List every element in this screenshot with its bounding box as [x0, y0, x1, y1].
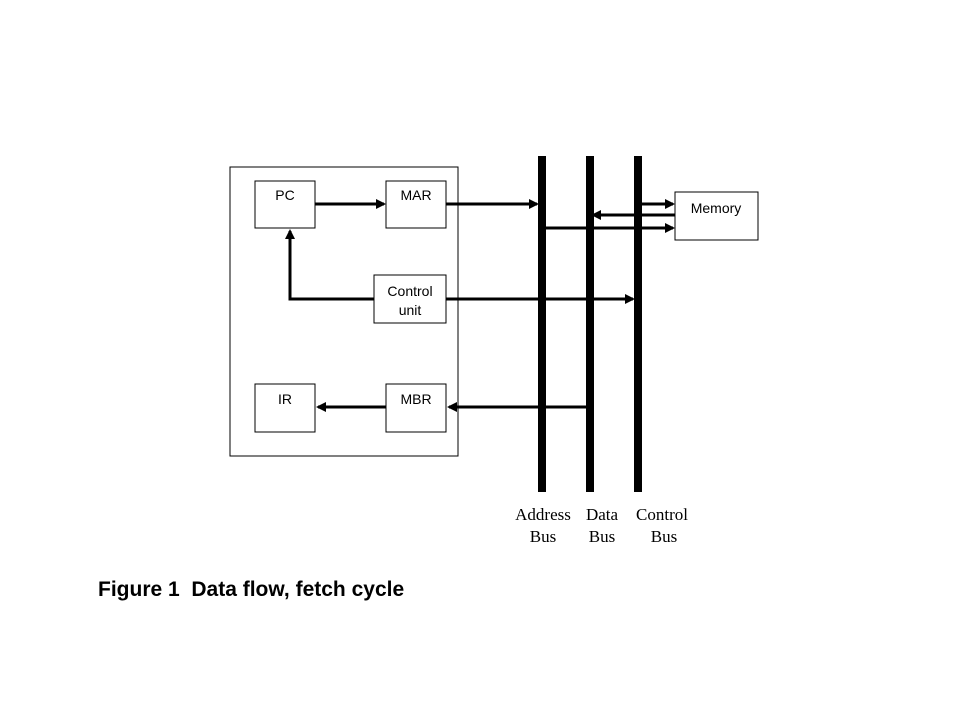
data-bus-label-line2: Bus	[589, 527, 615, 546]
ir-label: IR	[278, 391, 292, 407]
pc-label: PC	[275, 187, 294, 203]
data-bus-label-line1: Data	[586, 505, 619, 524]
cpu-enclosure	[229, 166, 459, 457]
address-bus-label-line2: Bus	[530, 527, 556, 546]
mar-register: MAR	[385, 180, 447, 229]
pc-register: PC	[254, 180, 316, 229]
control-unit-label-line2: unit	[399, 302, 422, 318]
memory-block: Memory	[674, 191, 759, 241]
arrow-control-unit-to-pc	[285, 229, 374, 301]
control-unit-label-line1: Control	[387, 283, 432, 299]
control-bus-label-line1: Control	[636, 505, 688, 524]
address-bus-label-line1: Address	[515, 505, 571, 524]
ir-register: IR	[254, 383, 316, 433]
control-unit: Control unit	[373, 274, 447, 324]
mbr-register: MBR	[385, 383, 447, 433]
control-bus-label-line2: Bus	[651, 527, 677, 546]
mar-label: MAR	[400, 187, 431, 203]
memory-label: Memory	[691, 200, 742, 216]
figure-caption: Figure 1 Data flow, fetch cycle	[98, 578, 405, 601]
mbr-label: MBR	[400, 391, 431, 407]
